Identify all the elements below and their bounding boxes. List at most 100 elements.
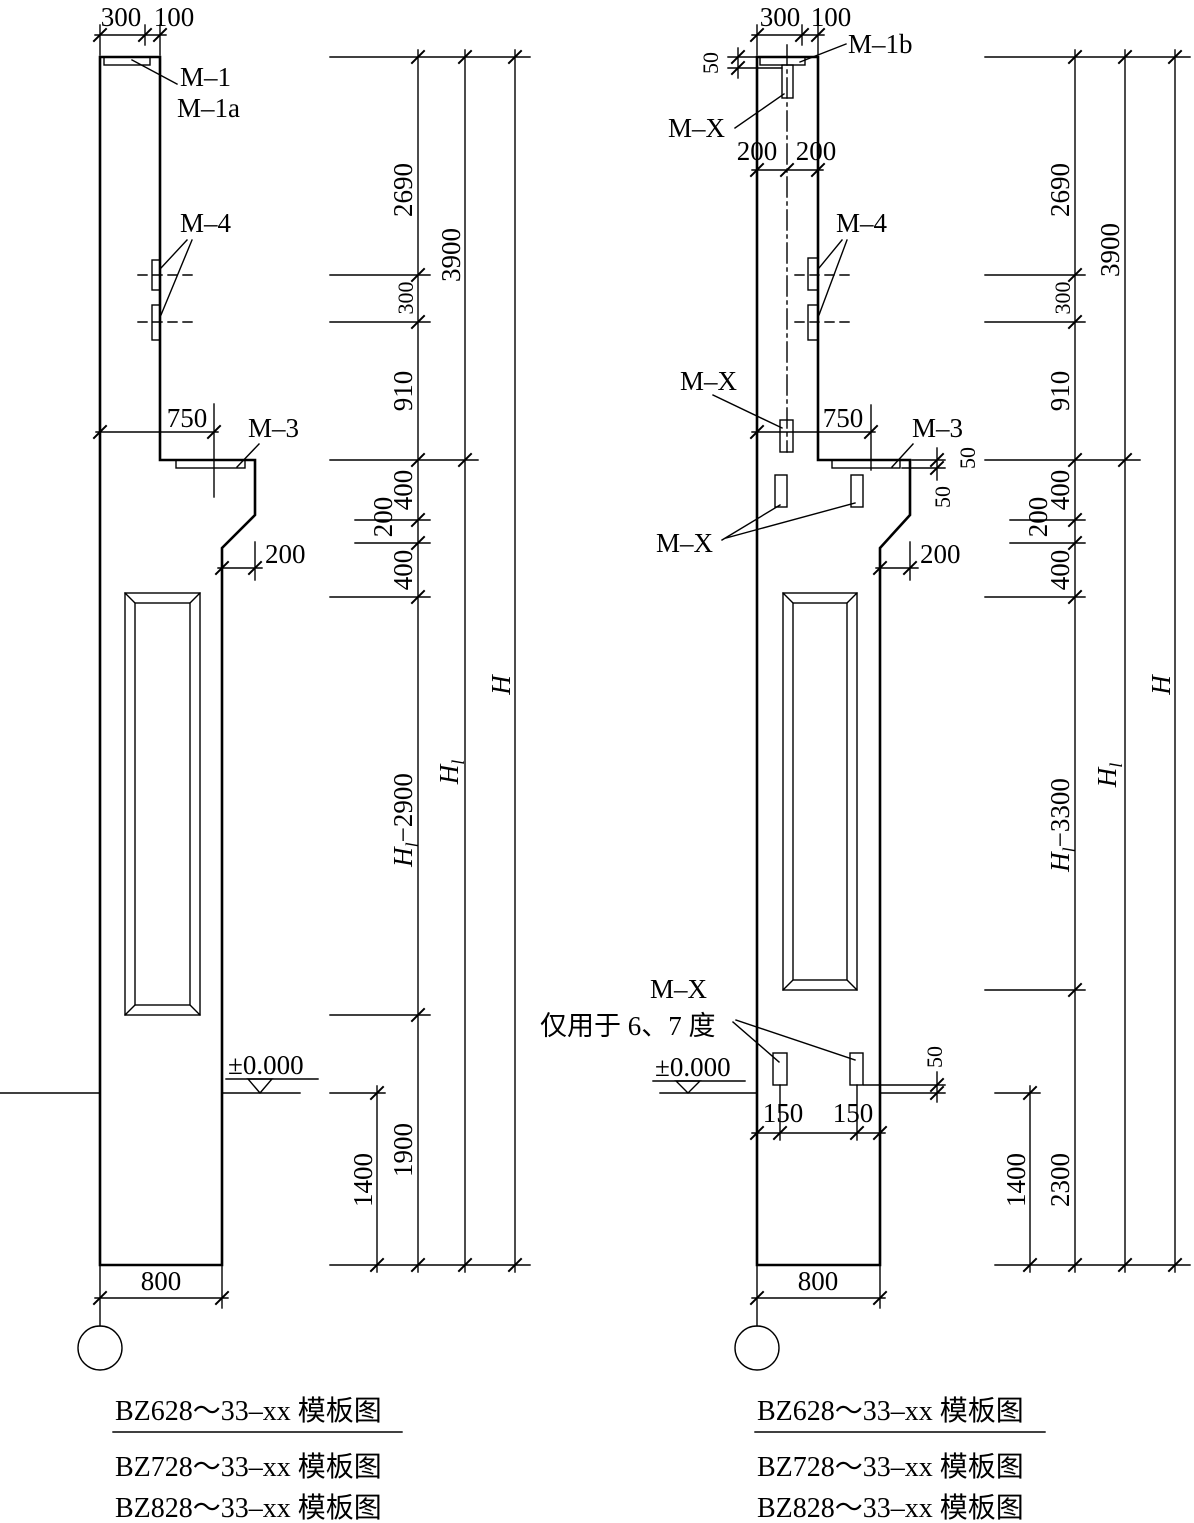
left-column-drawing: 300 100 M–1 M–1a M–4 750 M–3 200 — [0, 2, 531, 1523]
dim-tick — [1067, 452, 1083, 468]
dim-tick — [929, 1085, 945, 1101]
dim-tick — [1117, 49, 1133, 65]
dim-tick — [872, 560, 888, 576]
label-mx-corbel: M–X — [656, 528, 714, 558]
leader-m1 — [131, 59, 178, 85]
symbol-subscript: l — [1059, 847, 1079, 852]
symbol-offset: −2900 — [388, 773, 418, 842]
dim-tick — [929, 460, 945, 476]
dim-opening-height: Hl−3300 — [1045, 778, 1079, 873]
window-opening — [124, 592, 201, 1016]
dim-half-200-left: 200 — [737, 136, 778, 166]
label-mx-base-note: 仅用于 6、7 度 — [540, 1011, 716, 1041]
dim-tick — [1067, 982, 1083, 998]
dim-opening-height: Hl−2900 — [388, 773, 422, 868]
dim-tick — [1167, 49, 1183, 65]
dim-corbel-200: 200 — [920, 539, 961, 569]
dim-400-lower: 400 — [1045, 550, 1075, 591]
symbol-h: H — [388, 846, 418, 868]
caption-2: BZ728～33–xx 模板图 — [757, 1451, 1024, 1483]
symbol-h: H — [1092, 766, 1122, 788]
label-m1: M–1 — [180, 62, 231, 92]
label-mx-base: M–X — [650, 974, 708, 1004]
dim-2690: 2690 — [388, 163, 418, 217]
dim-tick — [1022, 1257, 1038, 1273]
opening-inner-frame — [792, 602, 848, 981]
leader-m1b — [799, 43, 847, 63]
dim-top-300: 300 — [101, 2, 142, 32]
label-mx-top: M–X — [668, 113, 726, 143]
caption-3: BZ828～33–xx 模板图 — [115, 1492, 382, 1523]
dim-tick — [902, 560, 918, 576]
opening-outer-frame — [124, 592, 201, 1016]
embedded-plate-m3 — [175, 459, 246, 469]
dim-tick — [214, 560, 230, 576]
axis-bubble — [734, 1325, 780, 1371]
dim-300: 300 — [1050, 282, 1075, 315]
dim-tick — [772, 1125, 788, 1141]
dim-tick — [1067, 314, 1083, 330]
dim-tick — [410, 49, 426, 65]
dim-tick — [507, 49, 523, 65]
frame-corner — [782, 979, 794, 991]
symbol-subscript: l — [448, 760, 468, 765]
dim-400-lower: 400 — [388, 550, 418, 591]
dim-h: H — [1146, 674, 1176, 696]
dim-tick — [1067, 267, 1083, 283]
dim-tick — [410, 314, 426, 330]
leader-m4 — [818, 239, 848, 316]
dim-tick — [410, 267, 426, 283]
dim-tick — [457, 49, 473, 65]
dim-tick — [929, 1077, 945, 1093]
leader-mx-base — [732, 1021, 780, 1063]
dim-910: 910 — [388, 371, 418, 412]
label-m4: M–4 — [836, 208, 888, 238]
level-triangle — [674, 1080, 702, 1094]
dim-h: H — [486, 674, 516, 696]
dim-tick — [457, 452, 473, 468]
frame-corner — [124, 1004, 136, 1016]
dim-hl: Hl — [1092, 763, 1126, 789]
dim-tick — [810, 162, 826, 178]
level-label: ±0.000 — [655, 1052, 731, 1082]
dim-2300: 2300 — [1045, 1153, 1075, 1207]
dim-edge-150-left: 150 — [763, 1098, 804, 1128]
dim-tick — [1117, 1257, 1133, 1273]
column-outline — [98, 55, 257, 1267]
dim-tick — [206, 424, 222, 440]
dim-tick — [849, 1125, 865, 1141]
leader-m4 — [160, 239, 193, 316]
dim-tick — [749, 162, 765, 178]
dimension-ticks — [92, 27, 1183, 1306]
right-dimension-chain: 2690 300 910 400 200 400 Hl−3300 2300 14… — [984, 49, 1191, 1273]
dim-1400: 1400 — [1001, 1153, 1031, 1207]
dim-400-upper: 400 — [1045, 470, 1075, 511]
leader-m4 — [160, 239, 188, 269]
frame-corner — [189, 592, 201, 604]
caption-2: BZ728～33–xx 模板图 — [115, 1451, 382, 1483]
frame-corner — [846, 592, 858, 604]
opening-outer-frame — [782, 592, 858, 991]
dim-200: 200 — [368, 497, 398, 538]
leader-mx-corbel — [721, 504, 781, 541]
caption-1: BZ628～33–xx 模板图 — [757, 1395, 1024, 1427]
dim-half-200-right: 200 — [796, 136, 837, 166]
dim-300: 300 — [393, 282, 418, 315]
dim-tick — [410, 1257, 426, 1273]
dim-tick — [749, 1125, 765, 1141]
dim-400-upper: 400 — [388, 470, 418, 511]
symbol-offset: −3300 — [1045, 778, 1075, 847]
label-m4: M–4 — [180, 208, 232, 238]
dim-tick — [369, 1257, 385, 1273]
dim-tick — [410, 1007, 426, 1023]
label-m3: M–3 — [248, 413, 299, 443]
dim-tick — [749, 1290, 765, 1306]
caption-3: BZ828～33–xx 模板图 — [757, 1492, 1024, 1523]
dim-top-100: 100 — [154, 2, 195, 32]
dim-tick — [872, 1290, 888, 1306]
dim-top-100: 100 — [811, 2, 852, 32]
dim-tick — [507, 1257, 523, 1273]
dim-tick — [457, 1257, 473, 1273]
dim-tick — [410, 535, 426, 551]
dim-tick — [872, 1125, 888, 1141]
